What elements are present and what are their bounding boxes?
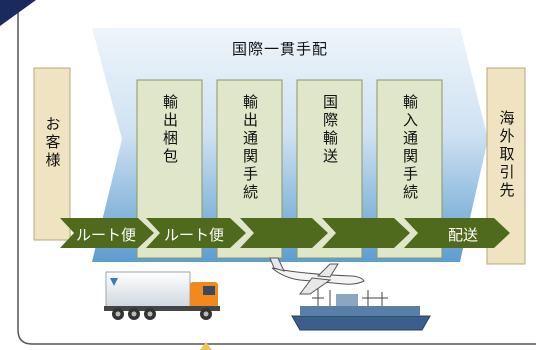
step-label-2: 輸出通関手続 [241,94,259,202]
arrow-label-delivery: 配送 [448,226,479,244]
arrow-label-route-1: ルート便 [76,226,137,244]
arrow-segment-5 [404,218,510,248]
step-label-3: 国際輸送 [321,94,339,166]
arrow-segment-3 [240,218,328,248]
process-title: 国際一貫手配 [232,40,329,58]
customer-label: お客様 [43,116,62,170]
step-label-1: 輸出梱包 [161,94,179,166]
arrow-label-route-2: ルート便 [164,226,225,244]
arrow-segment-1 [60,218,154,248]
customer-box [33,67,71,241]
small-triangle-icon [200,342,212,350]
triangle-marker-icon [0,0,36,26]
arrow-segment-4 [322,218,410,248]
ship-icon [291,288,431,331]
arrow-segment-2 [146,218,246,248]
truck-icon [104,271,220,320]
airplane-icon [269,257,365,295]
overseas-partner-label: 海外取引先 [497,110,516,200]
step-label-4: 輸入通関手続 [401,94,419,202]
outer-frame [17,10,536,345]
